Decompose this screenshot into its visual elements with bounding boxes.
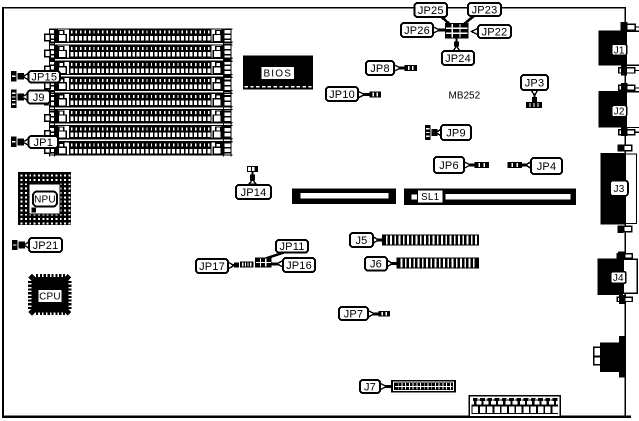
svg-text:J1: J1 — [614, 45, 625, 56]
svg-text:J3: J3 — [614, 184, 625, 195]
svg-text:JP1: JP1 — [33, 137, 53, 149]
svg-text:JP9: JP9 — [446, 127, 466, 139]
svg-text:SL1: SL1 — [421, 192, 440, 203]
svg-text:JP17: JP17 — [199, 261, 225, 273]
svg-text:JP26: JP26 — [404, 25, 430, 37]
svg-text:JP23: JP23 — [472, 4, 498, 16]
svg-text:JP3: JP3 — [525, 77, 545, 89]
svg-text:J4: J4 — [613, 273, 624, 284]
svg-text:JP25: JP25 — [418, 5, 444, 17]
svg-text:JP22: JP22 — [482, 26, 508, 38]
svg-text:J2: J2 — [614, 107, 625, 118]
svg-text:JP24: JP24 — [445, 53, 471, 65]
svg-text:JP10: JP10 — [329, 89, 355, 101]
svg-text:MB252: MB252 — [449, 91, 481, 102]
svg-text:JP14: JP14 — [241, 187, 267, 199]
svg-text:JP8: JP8 — [370, 63, 390, 75]
svg-text:JP11: JP11 — [279, 241, 304, 253]
svg-text:NPU: NPU — [34, 195, 56, 206]
svg-text:JP6: JP6 — [439, 160, 459, 172]
svg-text:JP21: JP21 — [33, 240, 59, 252]
svg-text:J5: J5 — [355, 235, 367, 247]
svg-text:BIOS: BIOS — [263, 69, 292, 80]
svg-text:J9: J9 — [33, 92, 45, 104]
svg-text:JP16: JP16 — [286, 260, 312, 272]
svg-text:J6: J6 — [370, 259, 382, 271]
svg-text:JP4: JP4 — [537, 161, 557, 173]
svg-text:J7: J7 — [364, 381, 376, 393]
svg-text:JP7: JP7 — [344, 308, 364, 320]
svg-text:CPU: CPU — [39, 292, 61, 303]
svg-text:JP15: JP15 — [31, 72, 57, 84]
